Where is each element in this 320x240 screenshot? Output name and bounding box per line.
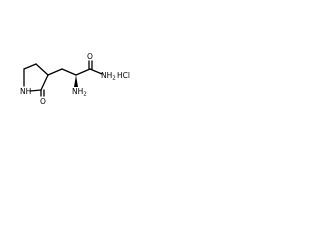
- chain-bond-ch2-alpha: [61, 68, 77, 76]
- amine-nitrogen-label: NH2: [72, 87, 87, 98]
- structure-diagram: NH O NH2 O NH2 HCl: [20, 52, 130, 106]
- ring-oxygen-label: O: [40, 97, 46, 106]
- ring-bond-c3-c4: [40, 74, 49, 91]
- molecule-canvas: NH O NH2 O NH2 HCl: [0, 0, 152, 152]
- amine-nitrogen-text: NH: [72, 87, 83, 96]
- carbonyl-oxygen-label: O: [87, 52, 93, 61]
- amide-nitrogen-label: NH2: [101, 71, 116, 82]
- ring-nitrogen-label: NH: [20, 87, 31, 96]
- ring-bond-c2-c3: [35, 63, 49, 76]
- salt-label: HCl: [117, 71, 130, 80]
- amide-nitrogen-subscript: 2: [112, 76, 116, 82]
- amine-nitrogen-subscript: 2: [83, 92, 87, 98]
- ring-bond-c4-n: [29, 89, 42, 92]
- chain-bond-ring-ch2: [47, 68, 63, 76]
- stereo-wedge: [74, 75, 78, 87]
- ring-bond-c1-c2: [23, 63, 37, 70]
- amide-nitrogen-text: NH: [101, 71, 112, 80]
- amide-cn-bond: [89, 68, 103, 75]
- chain-bond-alpha-carbonyl: [75, 68, 91, 76]
